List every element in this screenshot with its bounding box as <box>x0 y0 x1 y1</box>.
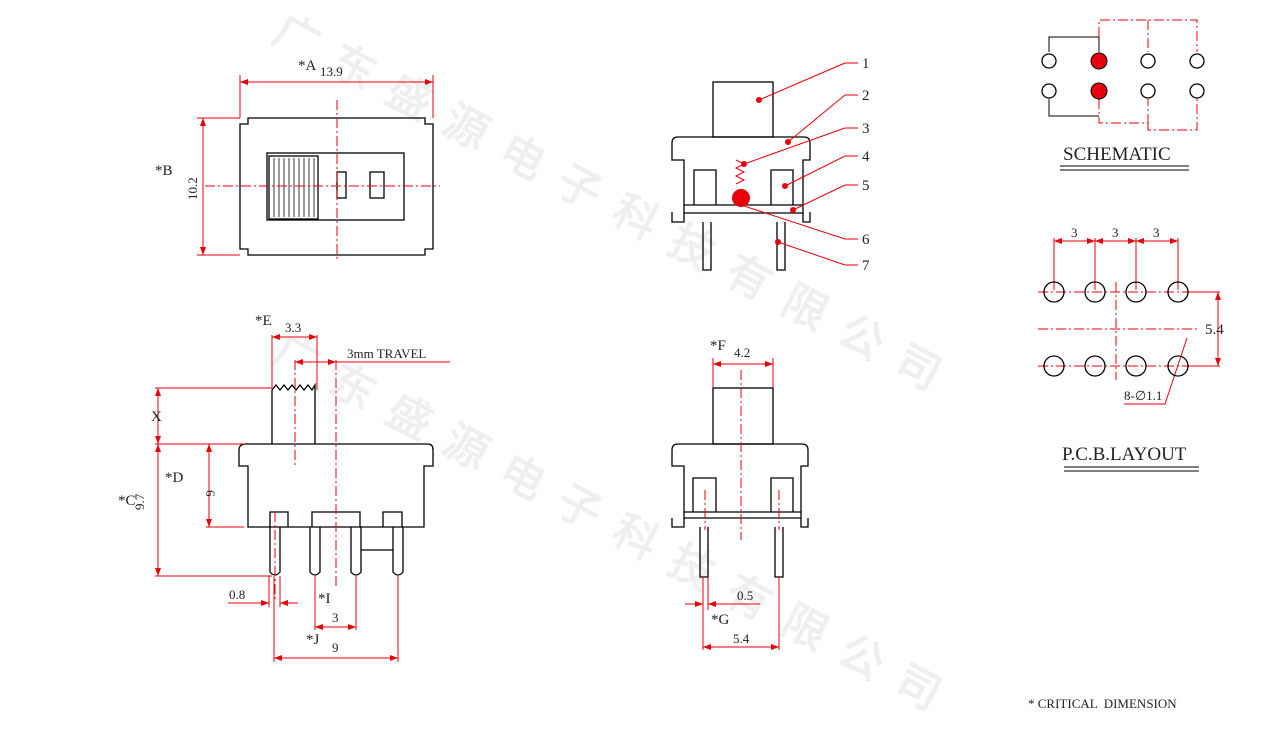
contact-ball <box>732 189 750 207</box>
callout-1: 1 <box>862 56 870 72</box>
dim-i-value: 3 <box>332 610 339 625</box>
pcb-title: P.C.B.LAYOUT <box>1062 444 1187 465</box>
dim-i-label: *I <box>318 591 331 607</box>
schematic-title: SCHEMATIC <box>1063 144 1171 165</box>
dim-g-label: *G <box>711 612 730 628</box>
watermark: 广东盛源电子科技有限公司 广东盛源电子科技有限公司 <box>265 5 967 731</box>
dim-g-value: 0.5 <box>737 588 753 603</box>
dim-x-label: X <box>151 409 162 425</box>
pcb-layout: 3 3 3 5.4 8-∅1.1 P.C.B.LAYOUT <box>1038 225 1224 472</box>
callout-5: 5 <box>862 178 870 194</box>
dim-j-value: 9 <box>332 640 339 655</box>
schematic: SCHEMATIC <box>1041 19 1205 171</box>
front-view: *F 4.2 0.5 *G 5.4 <box>671 338 809 650</box>
callout-3: 3 <box>862 121 870 137</box>
dim-f-value: 4.2 <box>734 345 750 360</box>
top-view: *A 13.9 *B 10.2 <box>155 58 440 262</box>
dim-pin-width: 0.8 <box>229 587 245 602</box>
callout-7: 7 <box>862 258 870 274</box>
dim-f-label: *F <box>710 338 726 354</box>
pcb-pitch-1: 3 <box>1071 225 1078 240</box>
pcb-pitch-2: 3 <box>1112 225 1119 240</box>
dim-b-value: 10.2 <box>185 177 200 200</box>
dim-b-label: *B <box>155 163 173 179</box>
side-view: *E 3.3 3mm TRAVEL X *D 6 *C 9.7 0.8 *I 3… <box>118 313 450 662</box>
dim-a-value: 13.9 <box>320 64 343 79</box>
dim-c-label: *C <box>118 493 136 509</box>
dim-width-value: 5.4 <box>733 631 750 646</box>
dim-d-value: 6 <box>203 490 218 497</box>
dim-a-label: *A <box>298 58 317 74</box>
dim-d-label: *D <box>165 470 184 486</box>
travel-label: 3mm TRAVEL <box>347 346 426 361</box>
callout-6: 6 <box>862 232 870 248</box>
section-view: 1 2 3 4 5 6 7 <box>671 56 870 274</box>
dim-e-value: 3.3 <box>285 320 301 335</box>
pcb-row-spacing: 5.4 <box>1205 322 1224 338</box>
dim-c-value: 9.7 <box>132 493 147 510</box>
callout-2: 2 <box>862 88 870 104</box>
callout-4: 4 <box>862 149 870 165</box>
slider-actuator <box>268 155 319 220</box>
pcb-pitch-3: 3 <box>1153 225 1160 240</box>
critical-dimension-note: * CRITICAL DIMENSION <box>1028 696 1177 711</box>
dim-e-label: *E <box>255 313 272 329</box>
pcb-hole-note: 8-∅1.1 <box>1124 388 1162 403</box>
dim-j-label: *J <box>306 632 320 648</box>
